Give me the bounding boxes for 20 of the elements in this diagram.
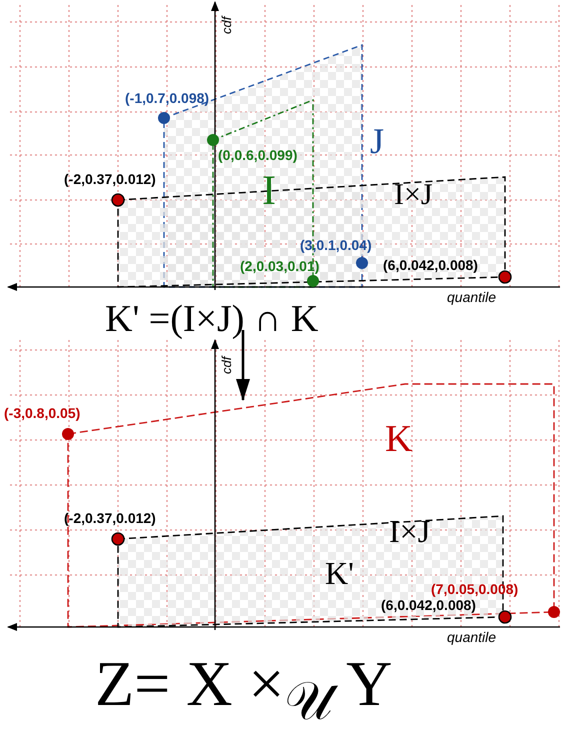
point-label: (6,0.042,0.008): [381, 598, 476, 612]
point-label: (2,0.03,0.01): [240, 259, 320, 273]
point-label: (-1,0.7,0.098): [125, 91, 210, 105]
set-label: K': [325, 557, 354, 589]
set-label: J: [370, 123, 384, 159]
axis-label: cdf: [220, 16, 233, 34]
set-label: I×J: [389, 515, 430, 547]
set-label: K: [385, 420, 412, 458]
point-label: (6,0.042,0.008): [383, 258, 478, 272]
formula: Z= X ×$_{𝒰}$ Y: [95, 652, 392, 728]
point-label: (3,0.1,0.04): [300, 238, 372, 252]
point-label: (7,0.05,0.008): [431, 582, 518, 596]
axis-label: quantile: [447, 630, 496, 644]
axis-label: quantile: [447, 290, 496, 304]
axis-label: cdf: [220, 356, 233, 374]
point-label: (0,0.6,0.099): [218, 148, 298, 162]
point-label: (-2,0.37,0.012): [64, 172, 156, 186]
point-label: (-3,0.8,0.05): [4, 406, 80, 420]
set-label: I×J: [394, 180, 433, 210]
formula: K' =(I×J) ∩ K: [105, 300, 318, 338]
